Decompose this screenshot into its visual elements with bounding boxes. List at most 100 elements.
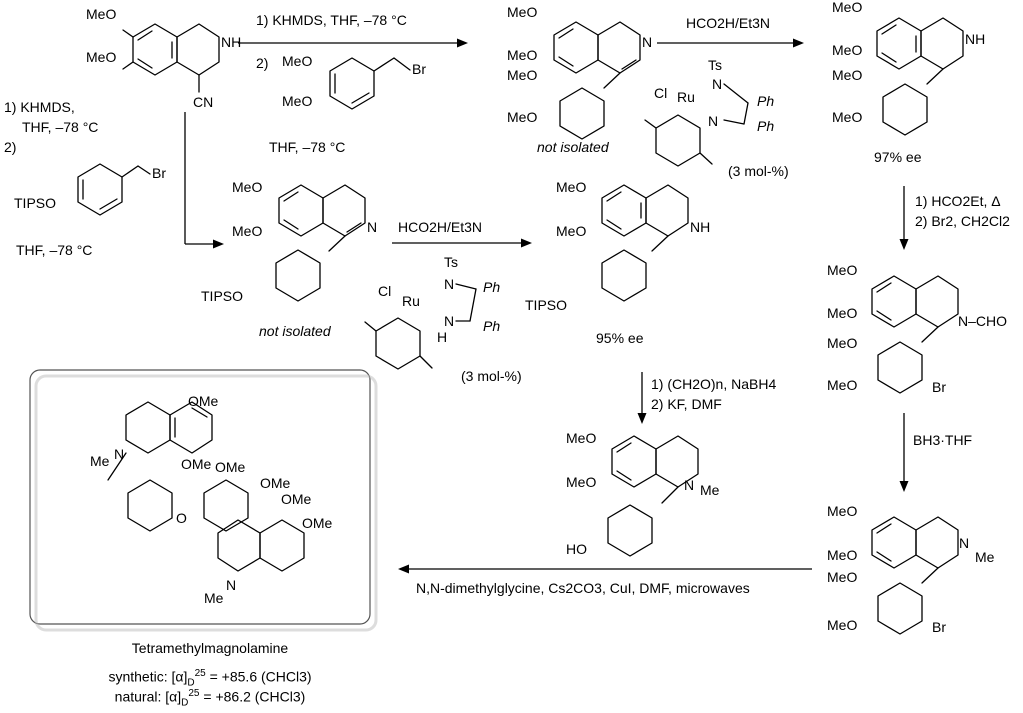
ome-label: MeO [827,262,857,278]
ts-label: Ts [444,254,458,270]
ome-label: MeO [827,503,857,519]
nh-label: NH [965,31,985,47]
ome-label: MeO [86,6,116,22]
compound-formamide: MeO MeO N–CHO MeO MeO Br [827,262,1007,395]
rotation-sub: D [187,677,195,689]
n-cho-label: N–CHO [958,313,1007,329]
n-label: N [712,76,722,92]
catalyst-loading: (3 mol-%) [728,163,789,179]
ome-label: MeO [827,335,857,351]
ome-label: OMe [281,491,312,507]
compound-tetramethylmagnolamine: OMe OMe Me N O OMe OMe OMe OMe Me N [90,393,333,606]
ome-label: MeO [832,67,862,83]
tipso-label: TIPSO [201,288,243,304]
product-box [29,369,371,625]
n-label: N [642,34,652,50]
rotation-synthetic-value: = +85.6 (CHCl3) [209,668,312,685]
ph-label: Ph [757,118,774,134]
me-label: Me [700,482,720,498]
compound-dihydroisoquinoline-mid: MeO MeO N TIPSO not isolated [201,179,377,339]
noyori-catalyst-mid: Ts N Ru Cl N H Ph Ph (3 mol-%) [364,254,522,384]
ee-note: 95% ee [596,330,644,346]
compound-amine-top: MeO MeO NH MeO MeO 97% ee [832,0,985,165]
br-label: Br [932,379,946,395]
rotation-synthetic-label: synthetic: [α] [108,668,188,685]
condition-text: 2) KF, DMF [651,396,722,412]
n-label: N [444,276,454,292]
rotation-sup: 25 [188,688,200,699]
ome-label: MeO [232,223,262,239]
rotation-sup: 25 [194,668,206,679]
br-label: Br [412,61,426,77]
n-label: N [684,477,694,493]
ome-label: MeO [566,474,596,490]
condition-text: 1) KHMDS, THF, –78 °C [256,12,407,28]
ome-label: MeO [507,47,537,63]
condition-text: 2) [4,139,16,155]
compound-n-methyl-bromide: MeO MeO N Me MeO MeO Br [827,503,995,635]
ee-note: 97% ee [874,149,922,165]
ome-label: MeO [827,377,857,393]
ome-label: MeO [556,179,586,195]
rotation-natural-value: = +86.2 (CHCl3) [203,688,306,705]
compound-amine-mid: MeO MeO NH TIPSO 95% ee [525,179,710,346]
product-name: Tetramethylmagnolamine [131,640,289,656]
ome-label: MeO [827,547,857,563]
ome-label: MeO [832,0,862,15]
me-label: Me [204,590,224,606]
ru-label: Ru [402,293,420,309]
ome-label: MeO [566,430,596,446]
ome-label: OMe [260,475,291,491]
me-label: Me [975,549,995,565]
condition-text: 1) KHMDS, [4,99,75,115]
ome-label: MeO [507,67,537,83]
solvent-text: THF, –78 °C [16,242,92,258]
rotation-natural-label: natural: [α] [114,688,182,705]
ph-label: Ph [483,279,500,295]
n-label: N [444,313,454,329]
compound-dihydroisoquinoline-top: MeO MeO N MeO MeO not isolated [507,4,652,155]
reagent-dimethoxybenzyl-bromide: Br MeO MeO [282,53,426,110]
me-label: Me [90,453,110,469]
ts-label: Ts [708,57,722,73]
rotation-natural: natural: [α]D25 = +86.2 (CHCl3) [0,684,420,713]
ome-label: MeO [832,109,862,125]
cl-label: Cl [378,283,391,299]
tipso-label: TIPSO [525,297,567,313]
nh-label: NH [690,219,710,235]
ome-label: MeO [827,305,857,321]
br-label: Br [932,619,946,635]
cn-label: CN [193,94,213,110]
h-label: H [437,329,447,345]
n-label: N [367,219,377,235]
reagent-tipso-benzyl-bromide: Br TIPSO [14,163,166,216]
cl-label: Cl [654,85,667,101]
nh-label: NH [221,34,241,50]
ome-label: OMe [181,456,212,472]
ome-label: MeO [507,4,537,20]
br-label: Br [152,165,166,181]
ph-label: Ph [483,318,500,334]
condition-text: THF, –78 °C [22,119,98,135]
n-label: N [708,113,718,129]
catalyst-loading: (3 mol-%) [461,368,522,384]
ome-label: MeO [832,42,862,58]
o-label: O [176,510,187,526]
condition-text: 1) (CH2O)n, NaBH4 [651,376,776,392]
ome-label: MeO [282,93,312,109]
not-isolated-note: not isolated [537,139,610,155]
n-label: N [959,535,969,551]
ome-label: OMe [188,393,219,409]
solvent-text: THF, –78 °C [269,139,345,155]
tipso-label: TIPSO [14,195,56,211]
condition-text: N,N-dimethylglycine, Cs2CO3, CuI, DMF, m… [416,580,750,596]
ome-label: MeO [827,569,857,585]
condition-text: HCO2H/Et3N [686,15,770,31]
ome-label: OMe [215,459,246,475]
ome-label: MeO [282,53,312,69]
condition-text: BH3·THF [913,432,972,448]
ome-label: MeO [232,179,262,195]
compound-aminonitrile: MeO MeO NH CN [86,6,241,110]
ome-label: MeO [556,223,586,239]
